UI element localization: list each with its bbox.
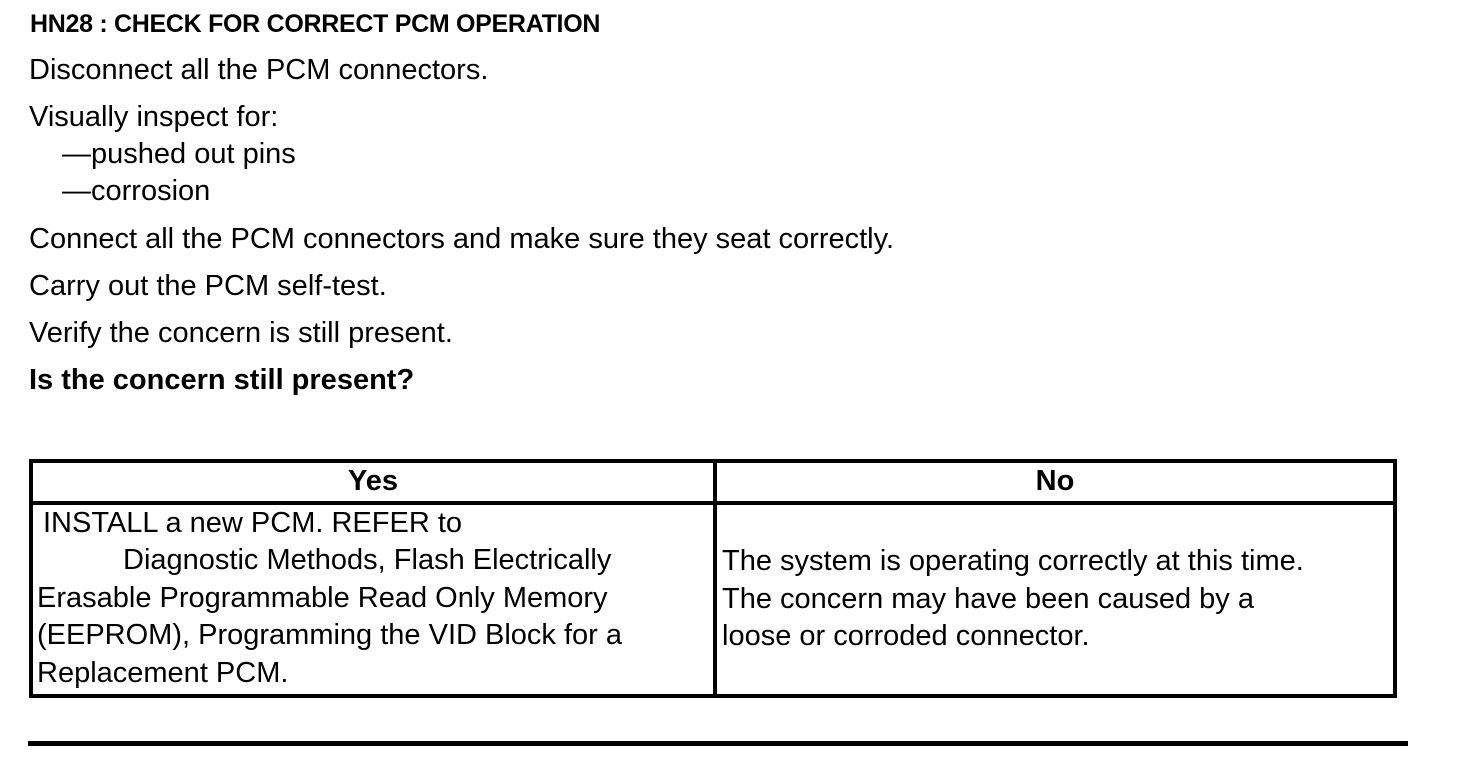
no-line: loose or corroded connector.	[722, 620, 1090, 652]
step-verify: Verify the concern is still present.	[29, 317, 453, 349]
table-header-row: Yes No	[29, 459, 1397, 505]
step-connect: Connect all the PCM connectors and make …	[29, 223, 895, 255]
no-line: The system is operating correctly at thi…	[722, 545, 1304, 577]
header-no: No	[713, 459, 1397, 505]
page-title: HN28 : CHECK FOR CORRECT PCM OPERATION	[30, 10, 601, 38]
question: Is the concern still present?	[29, 364, 415, 396]
no-line: The concern may have been caused by a	[722, 582, 1254, 615]
step-disconnect: Disconnect all the PCM connectors.	[29, 54, 489, 86]
yes-line: (EEPROM), Programming the VID Block for …	[37, 619, 622, 651]
yes-line: INSTALL a new PCM. REFER to	[43, 506, 463, 539]
step-self-test: Carry out the PCM self-test.	[29, 270, 387, 302]
bottom-rule	[28, 741, 1408, 746]
step-inspect: Visually inspect for:	[29, 101, 279, 133]
yes-line: Diagnostic Methods, Flash Electrically	[123, 544, 612, 576]
inspect-item-pushed-pins: —pushed out pins	[62, 138, 296, 170]
table-row: INSTALL a new PCM. REFER to Diagnostic M…	[29, 500, 1397, 698]
yes-line: Replacement PCM.	[37, 656, 289, 689]
no-action-cell: The system is operating correctly at thi…	[713, 500, 1397, 698]
result-table: Yes No INSTALL a new PCM. REFER to Diagn…	[29, 459, 1397, 698]
yes-line: Erasable Programmable Read Only Memory	[37, 581, 608, 614]
yes-action-cell: INSTALL a new PCM. REFER to Diagnostic M…	[29, 500, 717, 698]
header-yes: Yes	[29, 459, 717, 505]
inspect-item-corrosion: —corrosion	[62, 175, 211, 207]
